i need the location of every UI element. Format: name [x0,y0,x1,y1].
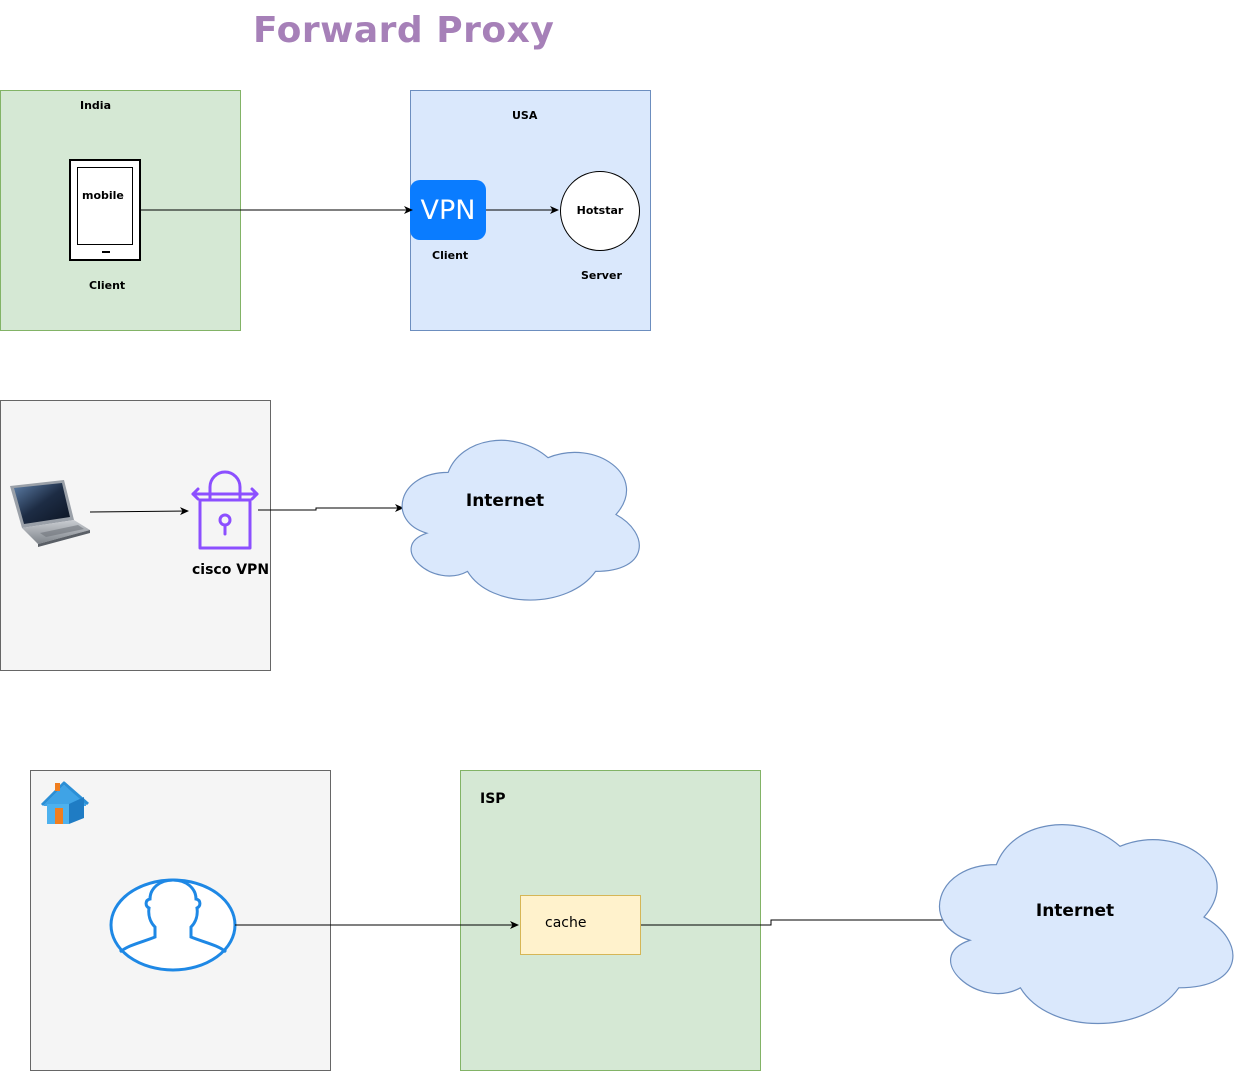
edge-cache-to-internet [641,916,956,926]
edge-laptop-to-cisco [89,507,189,516]
laptop-icon [10,480,90,547]
page-title: Forward Proxy [253,10,555,51]
cisco-vpn-lock-icon [191,470,259,550]
client-label-india: Client [89,279,126,292]
mobile-label: mobile [82,189,124,202]
isp-label: ISP [480,791,506,807]
vpn-icon: VPN [410,180,486,240]
user-icon [109,878,237,972]
cisco-vpn-label: cisco VPN [192,562,270,578]
home-icon [40,781,89,824]
vpn-client-label: Client [432,249,469,262]
edge-cisco-to-internet [258,504,404,512]
internet-label-1: Internet [465,491,545,511]
internet-label-2: Internet [1035,901,1115,921]
india-label: India [80,99,111,112]
internet-cloud-icon [401,439,640,601]
hotstar-label: Hotstar [576,204,624,217]
server-label: Server [581,269,622,282]
usa-label: USA [512,109,538,122]
cache-label: cache [545,915,587,931]
hotstar-server-node [560,171,640,251]
mobile-phone-icon [69,159,141,261]
internet-cloud-icon [938,824,1234,1024]
cache-box [520,895,641,955]
vpn-badge-text: VPN [420,194,476,226]
